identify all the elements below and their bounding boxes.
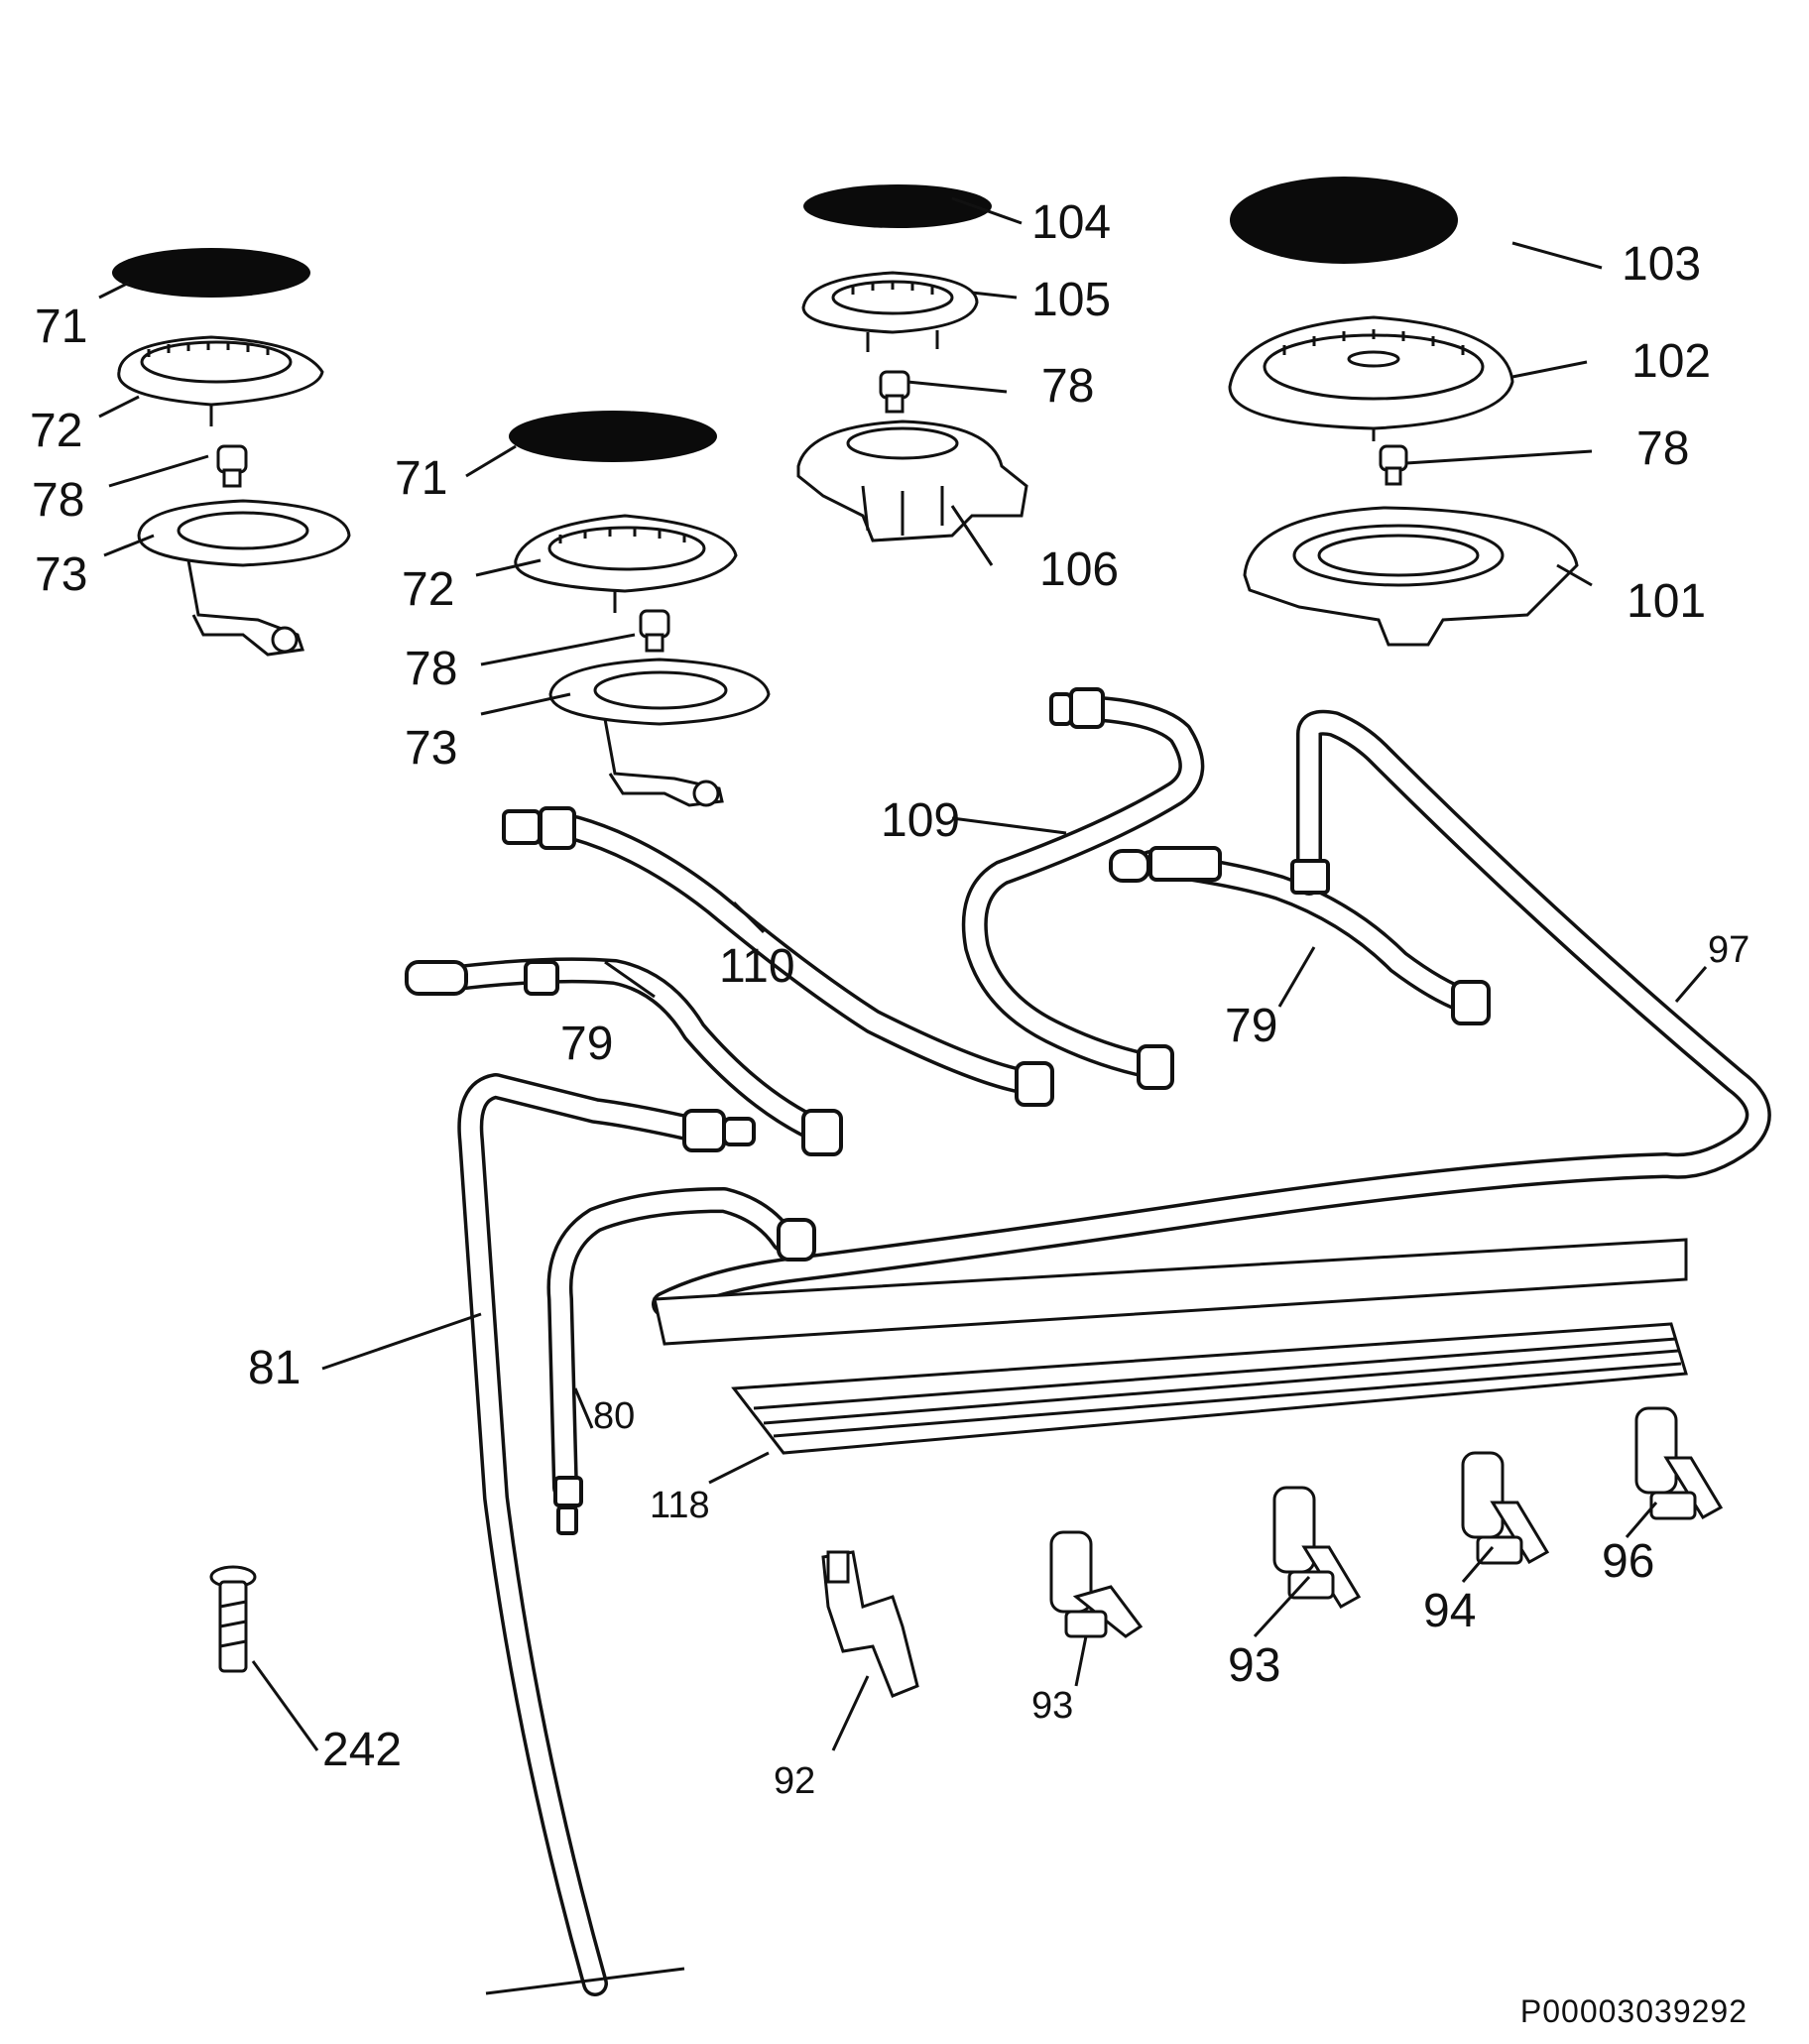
screw-242 bbox=[209, 1565, 257, 1673]
label-102: 102 bbox=[1631, 335, 1711, 388]
gas-pipe-80 bbox=[546, 1187, 816, 1535]
label-72-center: 72 bbox=[402, 563, 454, 616]
burner-crown-105 bbox=[801, 271, 979, 352]
label-71-left: 71 bbox=[35, 301, 87, 353]
gas-pipe-110 bbox=[502, 806, 1054, 1107]
label-106: 106 bbox=[1039, 543, 1119, 596]
label-110: 110 bbox=[719, 940, 795, 993]
gas-pipe-79-right bbox=[1109, 846, 1491, 1025]
burner-base-73-left bbox=[137, 499, 351, 657]
manifold-bar bbox=[653, 1238, 1688, 1455]
gas-manifold-97 bbox=[652, 709, 1771, 1317]
label-78-center: 78 bbox=[405, 643, 457, 695]
label-92: 92 bbox=[774, 1760, 815, 1802]
burner-base-101 bbox=[1243, 506, 1579, 647]
label-79-left: 79 bbox=[560, 1018, 613, 1070]
floor-line bbox=[485, 1967, 685, 1995]
label-96: 96 bbox=[1602, 1535, 1654, 1588]
reference-code: P00003039292 bbox=[1519, 1993, 1748, 2029]
burner-crown-102 bbox=[1228, 315, 1514, 441]
label-104: 104 bbox=[1031, 196, 1111, 249]
injector-78-top-center bbox=[879, 370, 910, 414]
label-101: 101 bbox=[1627, 575, 1706, 628]
label-94: 94 bbox=[1423, 1585, 1476, 1637]
injector-78-right bbox=[1379, 444, 1408, 486]
burner-cap-103 bbox=[1230, 177, 1458, 264]
gas-pipe-109 bbox=[961, 687, 1205, 1090]
label-78-top: 78 bbox=[1041, 360, 1094, 413]
part-labels: 71 72 78 73 71 72 78 73 104 105 78 106 1… bbox=[30, 196, 1749, 1802]
label-103: 103 bbox=[1622, 238, 1701, 291]
burner-crown-72-left bbox=[117, 335, 324, 426]
label-242: 242 bbox=[322, 1724, 402, 1776]
label-72-left: 72 bbox=[30, 405, 82, 457]
label-118: 118 bbox=[650, 1485, 710, 1526]
burner-base-106 bbox=[796, 420, 1028, 542]
label-71-center: 71 bbox=[395, 452, 447, 505]
burner-base-73-center bbox=[548, 658, 771, 807]
gas-tap-94 bbox=[1461, 1451, 1550, 1565]
label-78-right: 78 bbox=[1636, 422, 1689, 475]
burner-cap-104 bbox=[803, 184, 992, 228]
burner-crown-72-center bbox=[514, 514, 738, 613]
label-79-right: 79 bbox=[1225, 1000, 1277, 1052]
gas-tap-93-left bbox=[1049, 1530, 1144, 1638]
label-109: 109 bbox=[881, 794, 960, 847]
label-97: 97 bbox=[1708, 929, 1749, 971]
burner-cap-71-center bbox=[509, 411, 717, 462]
gas-tap-93-right bbox=[1272, 1486, 1362, 1610]
label-73-left: 73 bbox=[35, 548, 87, 601]
gas-pipe-81 bbox=[457, 1073, 756, 1996]
label-93-right: 93 bbox=[1228, 1639, 1280, 1692]
leader-lines bbox=[98, 196, 1708, 1751]
injector-78-left bbox=[216, 444, 248, 488]
label-105: 105 bbox=[1031, 274, 1111, 326]
burner-cap-71-left bbox=[112, 248, 310, 298]
injector-78-center bbox=[639, 609, 670, 653]
label-73-center: 73 bbox=[405, 722, 457, 775]
label-93-left: 93 bbox=[1031, 1685, 1073, 1727]
gas-tap-92 bbox=[821, 1550, 919, 1698]
label-78-left: 78 bbox=[32, 474, 84, 527]
gas-pipe-79-left bbox=[405, 957, 843, 1156]
label-80: 80 bbox=[593, 1395, 635, 1437]
label-81: 81 bbox=[248, 1342, 301, 1394]
gas-tap-96 bbox=[1634, 1406, 1724, 1520]
